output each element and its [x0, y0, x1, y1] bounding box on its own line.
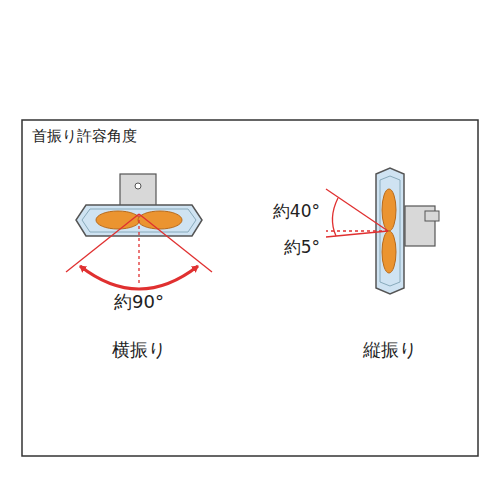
horizontal-swing-angle — [66, 214, 212, 289]
vertical-swing-angle — [326, 189, 388, 237]
panel-title: 首振り許容角度 — [32, 128, 137, 145]
view-caption: 横振り — [112, 340, 166, 360]
angle-label: 約90° — [114, 292, 164, 312]
angle-label: 約5° — [284, 238, 320, 257]
panel-frame — [22, 120, 478, 456]
angle-label: 約40° — [273, 202, 320, 221]
view-caption: 縦振り — [363, 340, 417, 360]
